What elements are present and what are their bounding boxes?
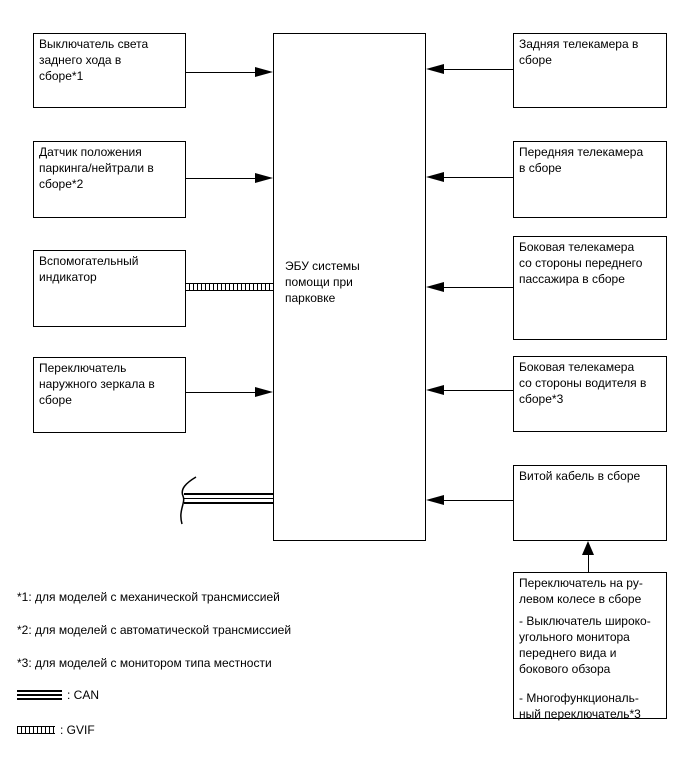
box-spiral-cable-label: Витой кабель в сборе (519, 469, 641, 483)
gvif-line-symbol-icon (17, 726, 55, 734)
connector-line (442, 500, 513, 501)
connector-line (442, 177, 513, 178)
box-passenger-side-camera-label: Боковая телекамера со стороны переднего … (519, 240, 643, 286)
arrow-left-icon (426, 282, 444, 292)
arrow-up-icon (582, 541, 594, 555)
arrow-left-icon (426, 385, 444, 395)
box-rear-camera: Задняя телекамера в сборе (513, 33, 667, 108)
arrow-left-icon (426, 495, 444, 505)
box-auxiliary-indicator-label: Вспомогательный индикатор (39, 254, 139, 284)
connector-line (588, 553, 589, 572)
box-front-camera-label: Передняя телекамера в сборе (519, 145, 644, 175)
legend-can-label: : CAN (67, 688, 100, 702)
connector-line (186, 392, 259, 393)
arrow-left-icon (426, 172, 444, 182)
box-outer-mirror-switch-label: Переключатель наружного зеркала в сборе (39, 361, 155, 407)
can-line-icon (184, 493, 273, 504)
connector-line (442, 69, 513, 70)
arrow-right-icon (255, 67, 273, 77)
box-parking-assist-ecu-label: ЭБУ системы помощи при парковке (285, 259, 360, 305)
box-passenger-side-camera: Боковая телекамера со стороны переднего … (513, 236, 667, 340)
box-steering-pad-switch: Переключатель на ру- левом колесе в сбор… (513, 572, 667, 721)
connector-line (442, 390, 513, 391)
box-backup-light-switch-label: Выключатель света заднего хода в сборе*1 (39, 37, 149, 83)
box-outer-mirror-switch: Переключатель наружного зеркала в сборе (33, 357, 186, 433)
box-parking-assist-ecu: ЭБУ системы помощи при парковке (273, 33, 426, 541)
arrow-right-icon (255, 387, 273, 397)
footnote-3: *3: для моделей с монитором типа местнос… (17, 656, 272, 670)
box-steering-pad-switch-item-wide-monitor: - Выключатель широко- угольного монитора… (519, 614, 651, 676)
box-rear-camera-label: Задняя телекамера в сборе (519, 37, 639, 67)
box-front-camera: Передняя телекамера в сборе (513, 141, 667, 218)
box-backup-light-switch: Выключатель света заднего хода в сборе*1 (33, 33, 186, 108)
footnote-1: *1: для моделей с механической трансмисс… (17, 590, 280, 604)
gvif-line-icon (185, 283, 273, 291)
box-spiral-cable: Витой кабель в сборе (513, 465, 667, 541)
footnote-2: *2: для моделей с автоматической трансми… (17, 623, 292, 637)
box-driver-side-camera-label: Боковая телекамера со стороны водителя в… (519, 360, 647, 406)
box-park-neutral-position-sensor: Датчик положения паркинга/нейтрали в сбо… (33, 141, 186, 218)
box-driver-side-camera: Боковая телекамера со стороны водителя в… (513, 356, 667, 432)
arrow-left-icon (426, 64, 444, 74)
connector-line (186, 178, 259, 179)
box-park-neutral-position-sensor-label: Датчик положения паркинга/нейтрали в сбо… (39, 145, 154, 191)
box-steering-pad-switch-label: Переключатель на ру- левом колесе в сбор… (519, 576, 643, 606)
can-line-symbol-icon (17, 690, 62, 700)
arrow-right-icon (255, 173, 273, 183)
cable-break-icon (180, 476, 197, 525)
connector-line (442, 287, 513, 288)
box-steering-pad-switch-item-multifunction: - Многофункциональ- ный переключатель*3 (519, 691, 641, 721)
box-auxiliary-indicator: Вспомогательный индикатор (33, 250, 186, 327)
connector-line (186, 72, 259, 73)
legend-gvif-label: : GVIF (60, 723, 95, 737)
